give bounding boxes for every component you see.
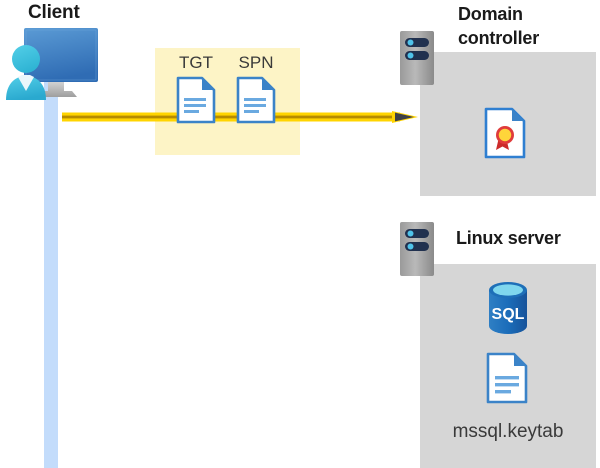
token-tgt: TGT — [168, 52, 224, 129]
domain-controller-title-line1: Domain — [458, 4, 523, 24]
client-label: Client — [28, 2, 80, 23]
token-tgt-label: TGT — [179, 53, 213, 72]
client-workstation-icon — [4, 26, 108, 108]
keytab-file-label: mssql.keytab — [452, 421, 564, 442]
client-lifeline — [44, 60, 58, 468]
request-arrow — [62, 110, 418, 123]
svg-text:SQL: SQL — [492, 306, 525, 323]
document-icon — [228, 76, 284, 129]
keytab-document-icon — [486, 352, 528, 409]
sql-database-icon: SQL — [483, 281, 533, 340]
domain-controller-title-line2: controller — [458, 28, 540, 48]
token-spn-label: SPN — [238, 53, 274, 72]
linux-server-title: Linux server — [456, 228, 561, 248]
server-tower-icon — [400, 222, 434, 276]
domain-controller-title: Domain controller — [458, 2, 598, 50]
token-spn: SPN — [228, 52, 284, 129]
document-icon — [168, 76, 224, 129]
server-tower-icon — [400, 31, 434, 85]
certificate-document-icon — [484, 107, 526, 164]
